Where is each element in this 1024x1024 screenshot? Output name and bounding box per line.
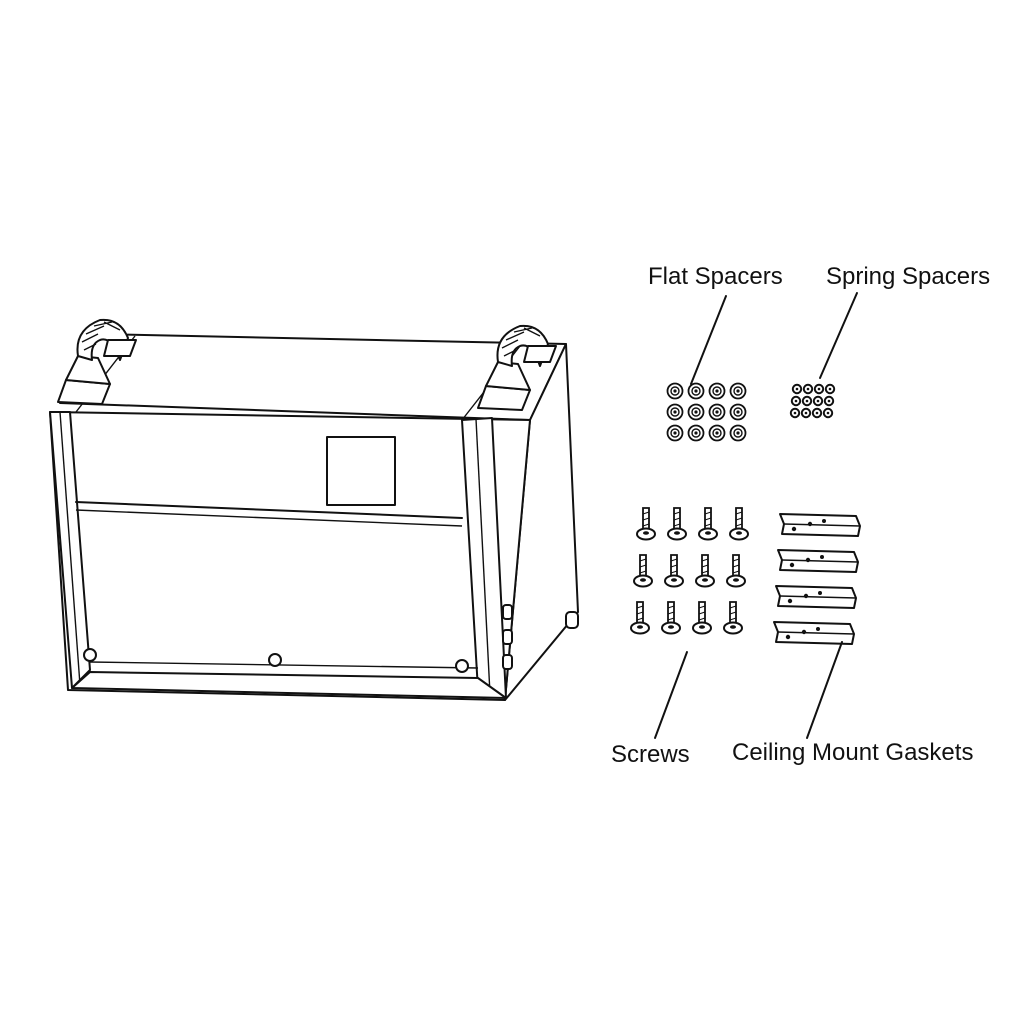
flat-spacer xyxy=(729,382,747,400)
ceiling-mount-gasket xyxy=(773,621,855,645)
flat-spacer xyxy=(666,382,684,400)
speaker-cabinet xyxy=(49,318,579,701)
spring-spacers-group xyxy=(789,383,836,419)
ceiling-mount-gaskets-label: Ceiling Mount Gaskets xyxy=(732,739,973,766)
ceiling-mount-gasket xyxy=(777,549,859,573)
flat-spacer xyxy=(666,424,684,442)
spring-spacer xyxy=(790,395,802,407)
spring-spacer xyxy=(800,407,812,419)
spring-spacer xyxy=(813,383,825,395)
flat-spacer xyxy=(708,382,726,400)
screw xyxy=(636,507,656,541)
spring-spacer xyxy=(811,407,823,419)
ceiling-mount-gasket xyxy=(775,585,857,609)
spring-spacers-label: Spring Spacers xyxy=(826,263,990,290)
flat-spacers-group xyxy=(666,382,747,442)
screw xyxy=(630,601,650,635)
flat-spacer xyxy=(708,403,726,421)
flat-spacer xyxy=(729,403,747,421)
flat-spacer xyxy=(708,424,726,442)
spring-spacer xyxy=(812,395,824,407)
screw xyxy=(729,507,749,541)
screw xyxy=(633,554,653,588)
screws-group xyxy=(630,507,749,635)
screw xyxy=(723,601,743,635)
screw xyxy=(726,554,746,588)
flat-spacers-leader xyxy=(690,295,727,385)
spring-spacer xyxy=(801,395,813,407)
right-handle xyxy=(477,324,557,411)
ceiling-mount-gasket xyxy=(779,513,861,537)
flat-spacers-label: Flat Spacers xyxy=(648,263,783,290)
screw xyxy=(667,507,687,541)
flat-spacer xyxy=(666,403,684,421)
spring-spacer xyxy=(822,407,834,419)
spring-spacer xyxy=(823,395,835,407)
flat-spacer xyxy=(687,382,705,400)
gaskets-leader xyxy=(806,641,843,739)
left-handle xyxy=(57,318,137,405)
screw xyxy=(698,507,718,541)
spring-spacer xyxy=(789,407,801,419)
screw xyxy=(664,554,684,588)
flat-spacer xyxy=(729,424,747,442)
flat-spacer xyxy=(687,403,705,421)
screw xyxy=(695,554,715,588)
flat-spacer xyxy=(687,424,705,442)
spring-spacer xyxy=(824,383,836,395)
spring-spacer xyxy=(791,383,803,395)
spring-spacer xyxy=(802,383,814,395)
screw xyxy=(661,601,681,635)
spring-spacers-leader xyxy=(819,292,858,379)
screw xyxy=(692,601,712,635)
ceiling-mount-gaskets-group xyxy=(773,513,861,645)
screws-label: Screws xyxy=(611,741,690,768)
screws-leader xyxy=(654,651,688,739)
